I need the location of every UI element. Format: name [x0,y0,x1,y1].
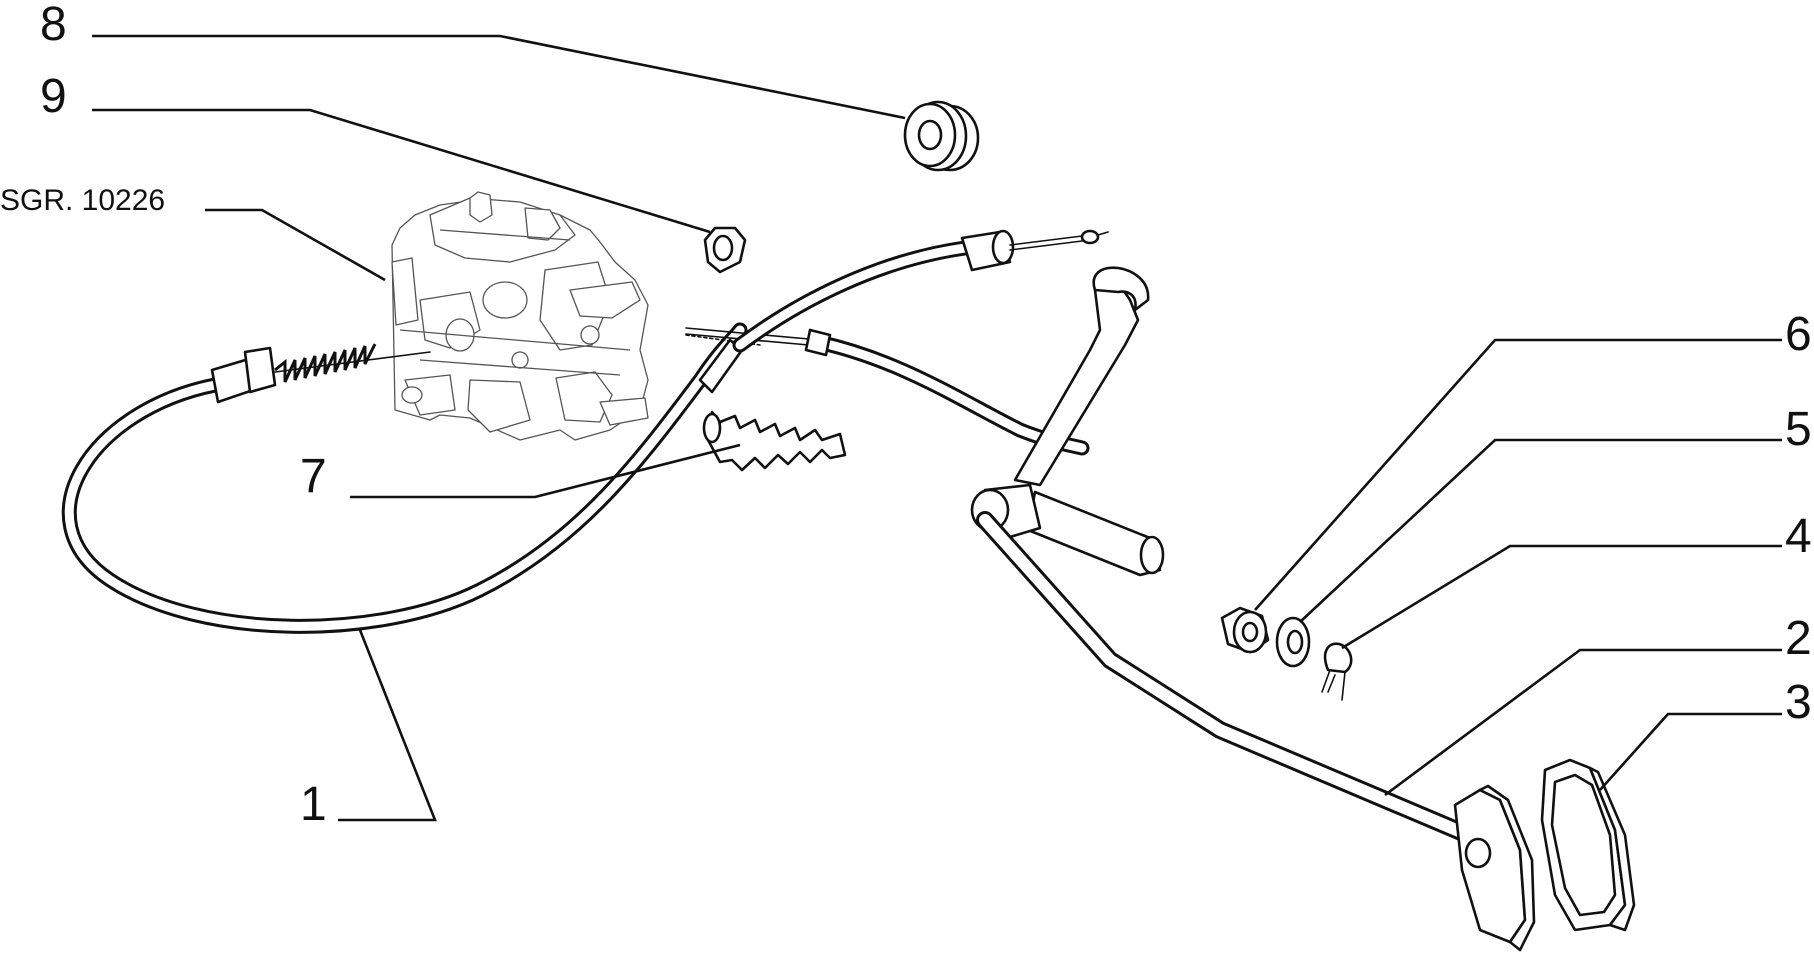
pedal-pad [1453,784,1536,952]
callout-4: 4 [1785,510,1812,563]
callout-2: 2 [1785,612,1812,665]
leader-lines [92,34,1782,822]
grommet-part-8 [903,100,980,172]
reference-code: SGR. 10226 [0,184,165,217]
carburetor-assembly [391,191,649,441]
callout-8: 8 [40,0,67,51]
callout-6: 6 [1785,308,1812,361]
pedal-lever [970,266,1489,849]
callout-1: 1 [300,778,327,831]
callout-3: 3 [1785,676,1812,729]
rubber-pad [1540,758,1636,932]
nut-part-9 [703,226,747,274]
washer-part-5 [1275,616,1311,668]
boot-part-7 [702,410,847,472]
callout-7: 7 [300,450,327,503]
callout-labels: 8 9 SGR. 10226 7 1 6 5 4 2 3 [0,0,1812,831]
callout-5: 5 [1785,403,1812,456]
bushing-part-6 [1220,606,1270,654]
callout-9: 9 [40,70,67,123]
clip-part-4 [1321,642,1353,701]
accelerator-cable [61,322,821,634]
